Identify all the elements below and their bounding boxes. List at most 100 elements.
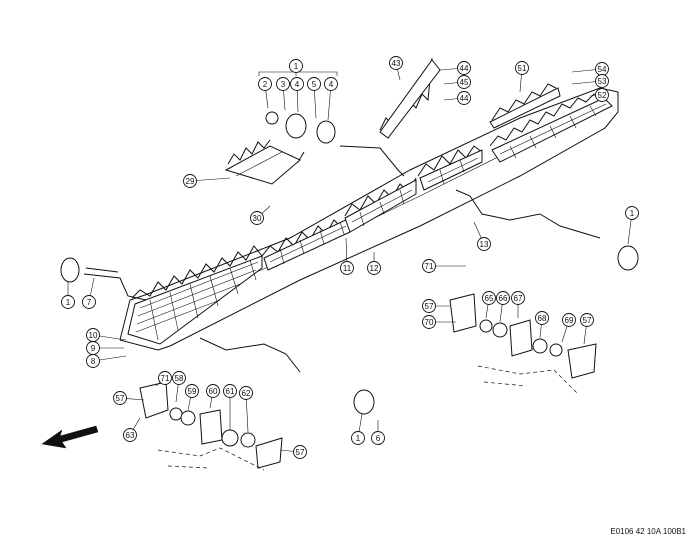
callout-60: 60 (206, 384, 220, 398)
callout-11: 11 (340, 261, 354, 275)
callout-69: 69 (562, 313, 576, 327)
grate-sections (127, 93, 613, 345)
callout-number: 4 (295, 80, 300, 89)
callout-number: 4 (329, 80, 334, 89)
drawing-reference: E0106 42 10A 100B1 (610, 527, 686, 536)
callout-number: 3 (281, 80, 286, 89)
callout-number: 61 (226, 387, 235, 396)
callout-71: 71 (422, 259, 436, 273)
callout-51: 51 (515, 61, 529, 75)
callout-number: 70 (425, 318, 434, 327)
callout-circle (562, 313, 576, 327)
bearing-assembly-right (449, 293, 597, 395)
callout-circle (422, 299, 436, 313)
callout-circle (324, 77, 338, 91)
callout-circle (258, 77, 272, 91)
callout-1: 1 (61, 295, 75, 309)
callout-number: 65 (485, 294, 494, 303)
callout-61: 61 (223, 384, 237, 398)
callout-59: 59 (185, 384, 199, 398)
callout-number: 7 (87, 298, 92, 307)
callout-number: 57 (116, 394, 125, 403)
callout-number: 6 (376, 434, 381, 443)
callout-45: 45 (457, 75, 471, 89)
callout-number: 30 (253, 214, 262, 223)
callout-number: 10 (89, 331, 98, 340)
callout-number: 45 (460, 78, 469, 87)
callout-number: 44 (460, 64, 469, 73)
callout-13: 13 (477, 237, 491, 251)
callout-29: 29 (183, 174, 197, 188)
callout-number: 58 (175, 374, 184, 383)
callout-number: 57 (583, 316, 592, 325)
callout-number: 54 (598, 65, 607, 74)
callout-circle (172, 371, 186, 385)
callout-44: 44 (457, 61, 471, 75)
callout-circle (457, 75, 471, 89)
callout-circle (82, 295, 96, 309)
callout-circle (113, 391, 127, 405)
callout-57: 57 (113, 391, 127, 405)
callout-12: 12 (367, 261, 381, 275)
callout-circle (185, 384, 199, 398)
callout-57: 57 (422, 299, 436, 313)
callout-circle (290, 77, 304, 91)
callout-9: 9 (86, 341, 100, 355)
shafts (83, 145, 601, 373)
callout-circle (580, 313, 594, 327)
callout-number: 71 (161, 374, 170, 383)
callout-number: 62 (242, 389, 251, 398)
callout-54: 54 (595, 62, 609, 76)
callout-number: 63 (126, 431, 135, 440)
callout-number: 1 (356, 434, 361, 443)
callout-2: 2 (258, 77, 272, 91)
callout-1: 1 (625, 206, 639, 220)
callout-circle (239, 386, 253, 400)
callout-63: 63 (123, 428, 137, 442)
callout-number: 57 (425, 302, 434, 311)
callout-circle (482, 291, 496, 305)
callout-70: 70 (422, 315, 436, 329)
callout-circle (477, 237, 491, 251)
callout-number: 71 (425, 262, 434, 271)
callout-number: 59 (188, 387, 197, 396)
callout-number: 9 (91, 344, 96, 353)
callout-6: 6 (371, 431, 385, 445)
callout-circle (457, 61, 471, 75)
callout-circle (457, 91, 471, 105)
callout-number: 1 (66, 298, 71, 307)
callout-66: 66 (496, 291, 510, 305)
callout-circle (625, 206, 639, 220)
callout-57: 57 (580, 313, 594, 327)
callout-number: 44 (460, 94, 469, 103)
callout-circle (289, 59, 303, 73)
callout-number: 1 (294, 62, 299, 71)
callout-circle (371, 431, 385, 445)
callout-circle (515, 61, 529, 75)
callout-number: 43 (392, 59, 401, 68)
callout-circle (183, 174, 197, 188)
callout-circle (223, 384, 237, 398)
callout-52: 52 (595, 88, 609, 102)
callout-53: 53 (595, 74, 609, 88)
callout-8: 8 (86, 354, 100, 368)
grate-piece-43 (379, 57, 441, 139)
callout-circle (86, 354, 100, 368)
callout-71: 71 (158, 371, 172, 385)
callout-circle (250, 211, 264, 225)
callout-number: 5 (312, 80, 317, 89)
callout-circle (595, 88, 609, 102)
callout-circle (511, 291, 525, 305)
callout-number: 1 (630, 209, 635, 218)
callout-3: 3 (276, 77, 290, 91)
callout-number: 29 (186, 177, 195, 186)
callout-circle (367, 261, 381, 275)
end-discs (60, 111, 639, 415)
callout-number: 53 (598, 77, 607, 86)
callout-number: 66 (499, 294, 508, 303)
callout-number: 69 (565, 316, 574, 325)
callout-circle (389, 56, 403, 70)
